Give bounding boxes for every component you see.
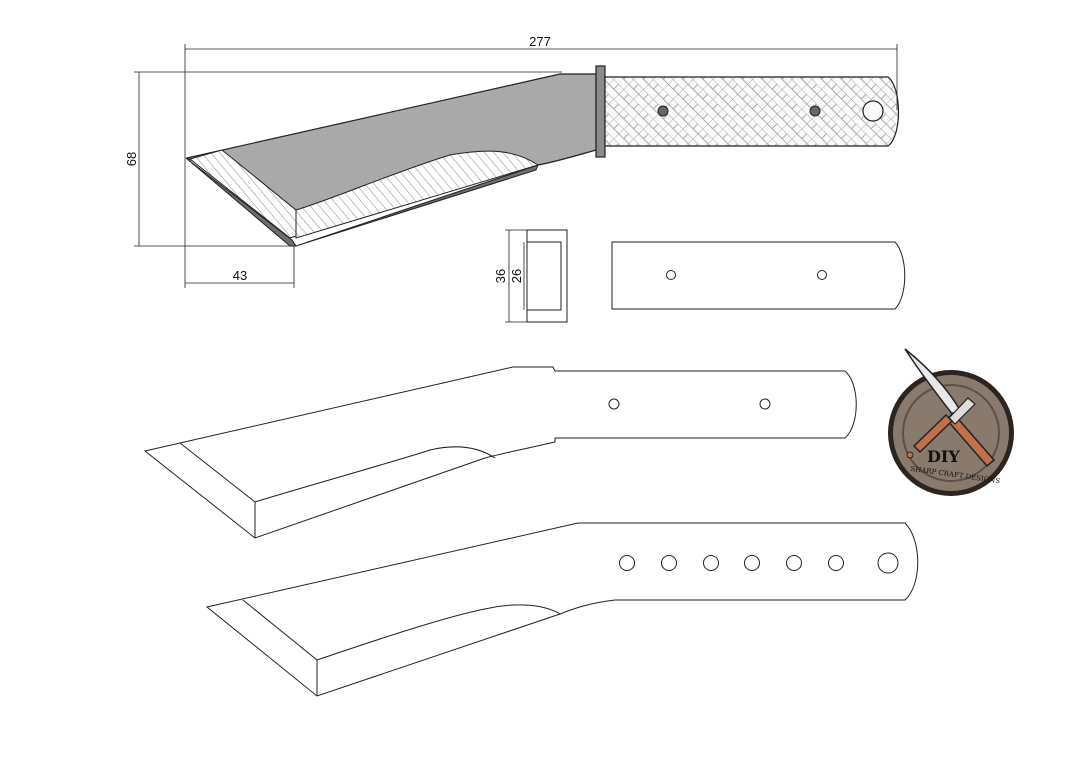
dimension-overall-length xyxy=(184,44,898,158)
handle-hole-icon xyxy=(817,270,827,280)
guard xyxy=(595,65,606,158)
guard-detail xyxy=(505,229,568,323)
blade-template-1 xyxy=(143,366,857,539)
handle-hole-icon xyxy=(809,105,821,117)
dimension-overall-height-label: 68 xyxy=(124,152,139,166)
handle-hole-icon xyxy=(703,555,719,571)
blade-template-2 xyxy=(205,522,919,697)
lanyard-hole-icon xyxy=(877,552,899,574)
dimension-guard-outer-label: 36 xyxy=(493,269,508,283)
dimension-tip-length-label: 43 xyxy=(233,268,247,283)
dimension-overall-length-label: 277 xyxy=(529,34,551,49)
assembled-knife xyxy=(185,65,900,247)
sharp-craft-designs-logo: DIY SHARP CRAFT DESIGNS xyxy=(888,348,1014,496)
handle-hole-icon xyxy=(744,555,760,571)
handle-hole-icon xyxy=(759,398,771,410)
handle-hole-icon xyxy=(657,105,669,117)
handle-hole-icon xyxy=(619,555,635,571)
handle-hole-icon xyxy=(828,555,844,571)
handle-scales xyxy=(604,76,900,147)
handle-hole-icon xyxy=(661,555,677,571)
blade-primary-bevel xyxy=(295,150,540,239)
handle-hole-icon xyxy=(666,270,676,280)
handle-hole-icon xyxy=(608,398,620,410)
handle-hole-icon xyxy=(786,555,802,571)
dimension-overall-height xyxy=(134,71,562,247)
lanyard-hole-icon xyxy=(862,100,884,122)
dimension-tip-length xyxy=(184,158,295,288)
dimension-guard-inner-label: 26 xyxy=(509,269,524,283)
logo-title: DIY xyxy=(927,447,960,466)
knife-logo-icon xyxy=(904,348,996,468)
handle-scale-detail xyxy=(611,241,906,310)
